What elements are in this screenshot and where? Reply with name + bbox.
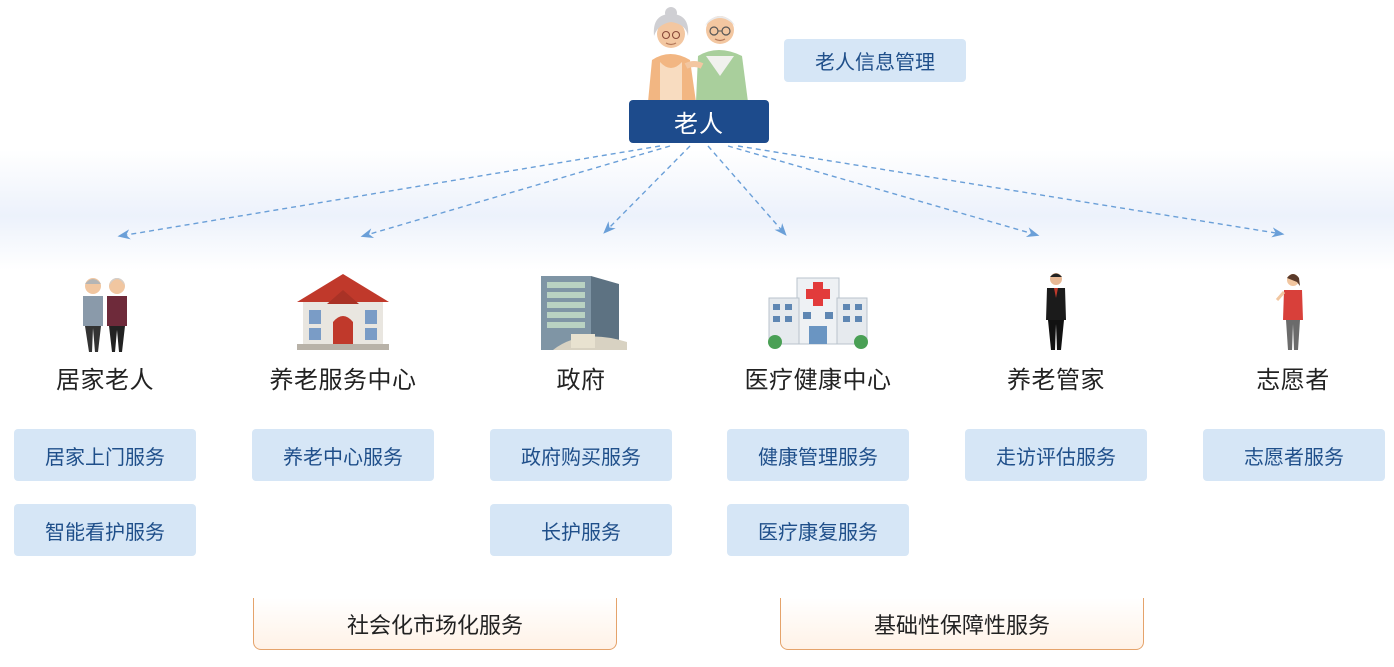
service-button-visit-assessment[interactable]: 走访评估服务 xyxy=(965,429,1147,481)
category-title: 养老服务中心 xyxy=(269,366,417,394)
arrow-to-home xyxy=(117,145,661,240)
elder-info-management-button[interactable]: 老人信息管理 xyxy=(784,39,966,82)
category-title: 政府 xyxy=(556,366,606,394)
category-volunteer: 志愿者 xyxy=(1173,268,1394,395)
service-button-gov-purchase[interactable]: 政府购买服务 xyxy=(490,429,672,481)
group-market-services: 社会化市场化服务 xyxy=(253,598,617,650)
service-button-smart-care[interactable]: 智能看护服务 xyxy=(14,504,196,556)
elderly-couple-icon xyxy=(0,268,225,352)
category-care-center: 养老服务中心 xyxy=(223,268,463,395)
category-title: 居家老人 xyxy=(56,366,154,394)
government-building-icon xyxy=(461,268,701,352)
group-basic-services: 基础性保障性服务 xyxy=(780,598,1144,650)
service-button-medical-rehab[interactable]: 医疗康复服务 xyxy=(727,504,909,556)
service-button-home-visit[interactable]: 居家上门服务 xyxy=(14,429,196,481)
care-center-building-icon xyxy=(223,268,463,352)
category-medical-center: 医疗健康中心 xyxy=(698,268,938,395)
service-button-health-management[interactable]: 健康管理服务 xyxy=(727,429,909,481)
arrow-to-center xyxy=(360,145,671,239)
category-title: 医疗健康中心 xyxy=(744,366,892,394)
volunteer-person-icon xyxy=(1173,268,1394,352)
elderly-couple-illustration-icon xyxy=(648,7,748,102)
category-government: 政府 xyxy=(461,268,701,395)
arrow-to-gov xyxy=(603,145,691,234)
hospital-icon xyxy=(698,268,938,352)
service-button-volunteer[interactable]: 志愿者服务 xyxy=(1203,429,1385,481)
category-title: 志愿者 xyxy=(1256,366,1330,394)
elder-center-node[interactable]: 老人 xyxy=(629,100,769,143)
butler-person-icon xyxy=(936,268,1176,352)
arrow-to-medical xyxy=(707,145,787,236)
category-home-elderly: 居家老人 xyxy=(0,268,225,395)
category-title: 养老管家 xyxy=(1007,366,1105,394)
service-button-long-term-care[interactable]: 长护服务 xyxy=(490,504,672,556)
background-glow xyxy=(0,150,1394,270)
arrow-to-volunteer xyxy=(737,145,1285,238)
category-care-butler: 养老管家 xyxy=(936,268,1176,395)
service-button-care-center[interactable]: 养老中心服务 xyxy=(252,429,434,481)
